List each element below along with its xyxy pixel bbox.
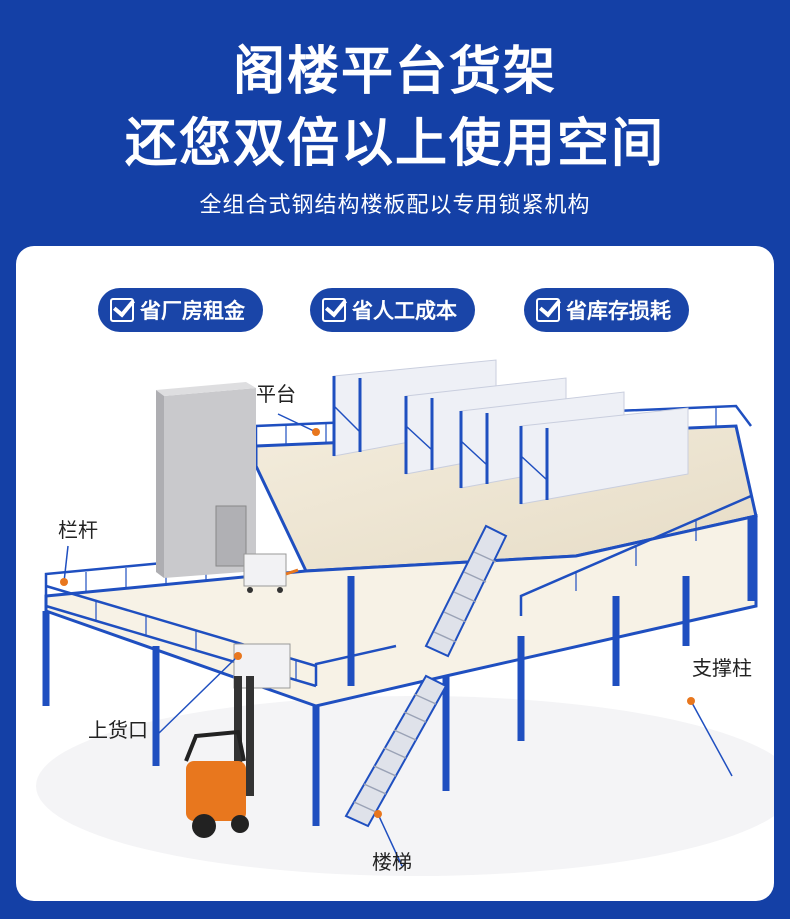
staircase-upper [424, 524, 508, 658]
illustration-card: 省厂房租金 省人工成本 省库存损耗 [16, 246, 774, 901]
callout-loading-port: 上货口 [88, 718, 148, 742]
callout-support-column: 支撑柱 [692, 656, 752, 680]
forklift [184, 676, 254, 838]
callout-leaders [63, 413, 733, 867]
page-title-line-1: 阁楼平台货架 [232, 42, 557, 102]
storage-racks [332, 359, 689, 505]
cart-upper [243, 553, 299, 593]
callout-dots [60, 428, 695, 818]
callout-stairs: 楼梯 [372, 850, 412, 874]
benefit-badges: 省厂房租金 省人工成本 省库存损耗 [16, 288, 774, 332]
callout-railing: 栏杆 [58, 518, 98, 542]
checkbox-icon [110, 298, 134, 322]
cargo-lift-tower [156, 382, 256, 578]
mezzanine-illustration [36, 359, 774, 876]
ground-shadow [36, 696, 774, 876]
checkbox-icon [322, 298, 346, 322]
callout-platform: 平台 [256, 382, 296, 406]
badge-save-loss: 省库存损耗 [524, 288, 689, 332]
cart-loading [233, 643, 291, 689]
checkbox-icon [536, 298, 560, 322]
staircase-lower [344, 674, 448, 828]
badge-save-rent: 省厂房租金 [98, 288, 263, 332]
badge-label: 省库存损耗 [566, 299, 671, 323]
support-columns [42, 516, 755, 826]
badge-label: 省厂房租金 [140, 299, 245, 323]
badge-save-labor: 省人工成本 [310, 288, 475, 332]
page-title-line-2: 还您双倍以上使用空间 [124, 114, 665, 174]
page-subtitle: 全组合式钢结构楼板配以专用锁紧机构 [199, 193, 591, 218]
badge-label: 省人工成本 [352, 299, 457, 323]
